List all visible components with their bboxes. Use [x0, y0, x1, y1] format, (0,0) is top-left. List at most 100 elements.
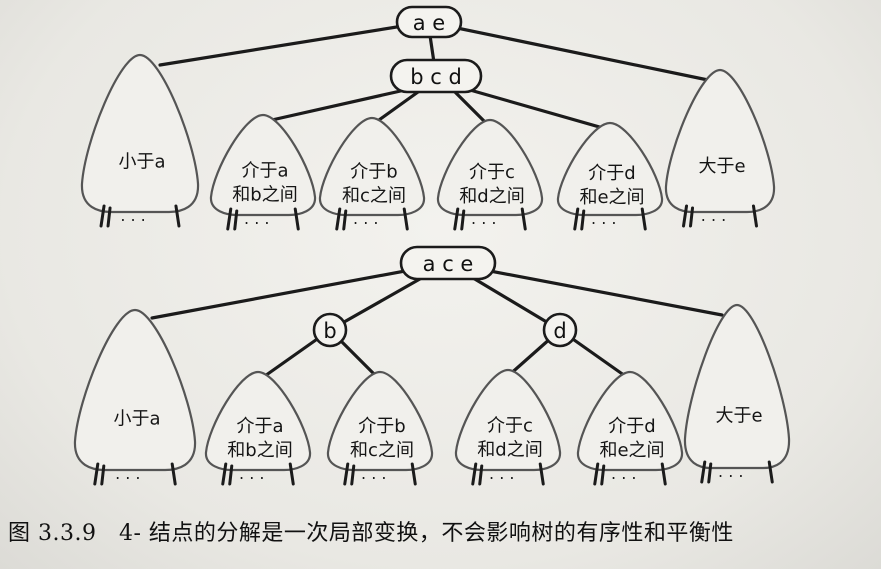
bottom-d-node-label: d — [553, 319, 566, 343]
top-subtree-5-leg — [580, 209, 586, 231]
top-subtree-1-leg — [106, 206, 112, 228]
bottom-subtree-6-leg — [707, 462, 713, 484]
top-subtree-2-leg — [226, 207, 233, 231]
bottom-subtree-5-leg — [600, 464, 606, 486]
bottom-subtree-6-leg — [700, 460, 707, 484]
bottom-subtree-1-dots: · · · — [115, 469, 140, 488]
edge-root-right — [426, 20, 710, 82]
top-subtree-1-leg — [174, 204, 181, 228]
top-child-node-label: b c d — [410, 65, 462, 89]
edge-child-subtree-4 — [468, 88, 612, 132]
top-subtree-2-label: 介于a — [241, 161, 288, 182]
top-subtree-2-outline — [209, 113, 317, 217]
bottom-d-node: d — [542, 312, 578, 348]
bottom-subtree-1-label: 小于a — [113, 408, 160, 429]
bottom-subtree-3-leg — [343, 462, 350, 486]
top-subtree-2-label: 和b之间 — [232, 185, 297, 206]
bottom-subtree-4-leg — [471, 462, 478, 486]
top-subtree-1-leg — [99, 204, 106, 228]
bottom-subtree-1-leg — [170, 462, 177, 486]
bottom-subtree-1-leg — [93, 462, 100, 486]
top-subtree-4-leg — [520, 207, 527, 231]
bottom-subtree-2-outline — [204, 370, 312, 472]
bottom-subtree-3-label: 介于b — [358, 416, 405, 437]
bottom-subtree-6-label: 大于e — [715, 405, 762, 426]
top-subtree-4-leg — [453, 207, 460, 231]
bottom-subtree-4-outline — [454, 368, 562, 472]
top-subtree-1-label: 小于a — [118, 151, 165, 172]
bottom-subtree-5-leg — [593, 462, 600, 486]
bottom-subtree-6-dots: · · · — [718, 467, 743, 486]
bottom-root-node-label: a c e — [423, 252, 474, 276]
bottom-b-node: b — [312, 312, 348, 348]
top-subtree-4-dots: · · · — [471, 214, 496, 233]
top-subtree-4-leg — [460, 209, 466, 231]
top-root-node-shape — [395, 5, 463, 39]
bottom-subtree-1-outline — [73, 308, 197, 472]
bottom-subtree-6-leg — [767, 460, 774, 484]
bottom-subtree-5-outline — [576, 370, 684, 472]
bottom-subtree-2-leg — [288, 462, 295, 486]
bottom-subtree-3-dots: · · · — [361, 469, 386, 488]
top-subtree-5-dots: · · · — [591, 214, 616, 233]
top-subtree-3-outline — [318, 116, 426, 217]
top-subtree-5-label: 介于d — [588, 163, 635, 184]
bottom-subtree-5-leg — [660, 462, 667, 486]
bottom-root-node-shape — [399, 245, 497, 281]
bottom-subtree-6: · · · 大于e — [683, 303, 791, 486]
bottom-subtree-2-label: 和b之间 — [227, 440, 292, 461]
bottom-b-node-label: b — [323, 319, 336, 343]
top-subtree-6-outline — [664, 68, 776, 214]
top-subtree-3-leg — [402, 207, 409, 231]
bottom-subtree-3: · · · 介于b 和c之间 — [326, 370, 434, 488]
top-subtree-2: · · · 介于a 和b之间 — [209, 113, 317, 233]
top-subtree-4-outline — [436, 118, 544, 217]
figure-caption: 图 3.3.9 4- 结点的分解是一次局部变换，不会影响树的有序性和平衡性 — [8, 521, 734, 546]
bottom-subtree-2-leg — [221, 462, 228, 486]
top-subtree-3-label: 和c之间 — [342, 185, 406, 206]
bottom-subtree-4: · · · 介于c 和d之间 — [454, 368, 562, 488]
bottom-subtree-2-leg — [228, 464, 234, 486]
top-root-node: a e — [395, 5, 463, 39]
bottom-subtree-1-leg — [100, 464, 106, 486]
bottom-subtree-5-dots: · · · — [611, 469, 636, 488]
bottom-subtree-4-label: 介于c — [487, 416, 533, 437]
top-subtree-5-leg — [573, 207, 580, 231]
top-child-node: b c d — [389, 58, 483, 94]
bottom-subtree-5-label: 和e之间 — [599, 440, 664, 461]
bottom-subtree-3-leg — [350, 464, 356, 486]
edge-root-left — [150, 261, 450, 320]
top-root-node-label: a e — [413, 11, 445, 35]
top-child-node-shape — [389, 58, 483, 94]
top-subtree-2-dots: · · · — [244, 214, 269, 233]
bottom-b-node-shape — [312, 312, 348, 348]
top-subtree-5-label: 和e之间 — [579, 187, 644, 208]
top-subtree-3-dots: · · · — [353, 214, 378, 233]
bottom-root-node: a c e — [399, 245, 497, 281]
bottom-subtree-1: · · · 小于a — [73, 308, 197, 488]
bottom-subtree-3-label: 和c之间 — [350, 440, 414, 461]
bottom-subtree-3-leg — [410, 462, 417, 486]
bottom-subtree-4-label: 和d之间 — [477, 440, 542, 461]
bottom-subtree-4-leg — [478, 464, 484, 486]
top-subtree-6-leg — [682, 204, 689, 228]
bottom-subtree-4-dots: · · · — [489, 469, 514, 488]
top-subtree-1-dots: · · · — [120, 211, 145, 230]
top-subtree-2-leg — [293, 207, 300, 231]
edge-root-left — [158, 20, 430, 67]
top-subtree-6-dots: · · · — [701, 211, 726, 230]
top-subtree-4-label: 介于c — [469, 162, 515, 183]
bottom-subtree-5: · · · 介于d 和e之间 — [576, 370, 684, 488]
top-subtree-3-leg — [335, 207, 342, 231]
top-subtree-6-label: 大于e — [698, 156, 745, 177]
top-subtree-5: · · · 介于d 和e之间 — [556, 121, 664, 233]
bottom-subtree-2-label: 介于a — [236, 416, 283, 437]
bottom-subtree-3-outline — [326, 370, 434, 472]
bottom-subtree-5-label: 介于d — [608, 416, 655, 437]
top-subtree-2-leg — [233, 209, 239, 231]
top-subtree-6-leg — [689, 206, 695, 228]
